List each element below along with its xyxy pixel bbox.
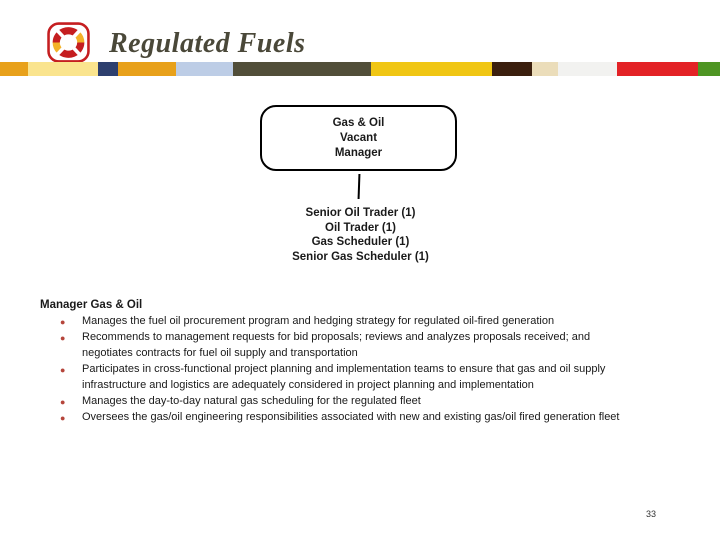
org-box-role: Manager xyxy=(334,146,383,159)
staff-line: Oil Trader (1) xyxy=(325,221,396,234)
bullet-list: Manages the fuel oil procurement program… xyxy=(40,313,688,426)
stripe-segment xyxy=(532,62,558,76)
org-chart-staff-list: Senior Oil Trader (1) Oil Trader (1) Gas… xyxy=(260,206,461,264)
body-heading: Manager Gas & Oil xyxy=(40,299,143,311)
stripe-segment xyxy=(558,62,617,76)
bullet-item: Manages the day-to-day natural gas sched… xyxy=(40,393,688,410)
job-description-block: Manager Gas & Oil Manages the fuel oil p… xyxy=(40,297,688,426)
page-number: 33 xyxy=(646,509,657,519)
bullet-item: Participates in cross-functional project… xyxy=(40,361,688,393)
bullet-item: Recommends to management requests for bi… xyxy=(40,329,688,361)
stripe-segment xyxy=(98,62,118,76)
bullet-item: Oversees the gas/oil engineering respons… xyxy=(40,409,688,426)
stripe-segment xyxy=(492,62,532,76)
stripe-segment xyxy=(698,62,720,76)
stripe-segment xyxy=(371,62,492,76)
company-pinwheel-logo-icon xyxy=(47,22,90,63)
bullet-item: Manages the fuel oil procurement program… xyxy=(40,313,688,330)
slide-title: Regulated Fuels xyxy=(109,28,306,59)
stripe-segment xyxy=(0,62,28,76)
org-box-department: Gas & Oil xyxy=(332,116,385,129)
decorative-color-stripe xyxy=(0,62,720,76)
stripe-segment xyxy=(118,62,176,76)
stripe-segment xyxy=(176,62,233,76)
stripe-segment xyxy=(233,62,371,76)
staff-line: Senior Oil Trader (1) xyxy=(305,207,416,219)
org-chart-box: Gas & Oil Vacant Manager xyxy=(260,105,457,171)
staff-line: Senior Gas Scheduler (1) xyxy=(292,250,429,263)
stripe-segment xyxy=(28,62,98,76)
org-chart-connector-line xyxy=(357,173,361,200)
org-box-incumbent: Vacant xyxy=(339,131,378,144)
staff-line: Gas Scheduler (1) xyxy=(311,236,410,248)
stripe-segment xyxy=(617,62,698,76)
